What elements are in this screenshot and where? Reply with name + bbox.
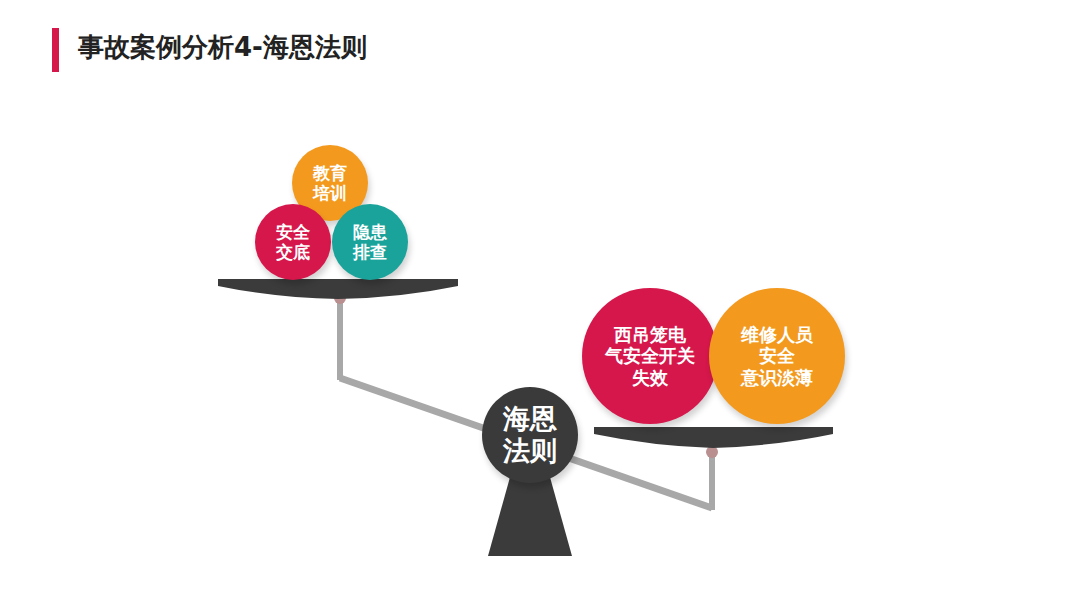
circle-label: 隐患 排查 [350, 222, 390, 263]
circle-label: 安全 交底 [273, 222, 313, 263]
fulcrum-circle: 海恩 法则 [482, 387, 578, 483]
left-stem [337, 298, 343, 380]
factor-circle: 维修人员 安全 意识淡薄 [709, 288, 845, 424]
circle-label: 教育 培训 [310, 163, 350, 204]
left-pan [218, 279, 458, 299]
factor-circle: 西吊笼电 气安全开关 失效 [582, 288, 718, 424]
title-bar [52, 28, 59, 72]
circle-label: 西吊笼电 气安全开关 失效 [604, 324, 696, 389]
right-pan [594, 427, 833, 448]
slide-title: 事故案例分析4-海恩法则 [78, 30, 367, 65]
factor-circle: 安全 交底 [255, 204, 331, 280]
factor-circle: 隐患 排查 [332, 204, 408, 280]
circle-label: 维修人员 安全 意识淡薄 [731, 324, 823, 389]
right-stem [709, 452, 715, 510]
circle-label: 海恩 法则 [501, 403, 559, 468]
